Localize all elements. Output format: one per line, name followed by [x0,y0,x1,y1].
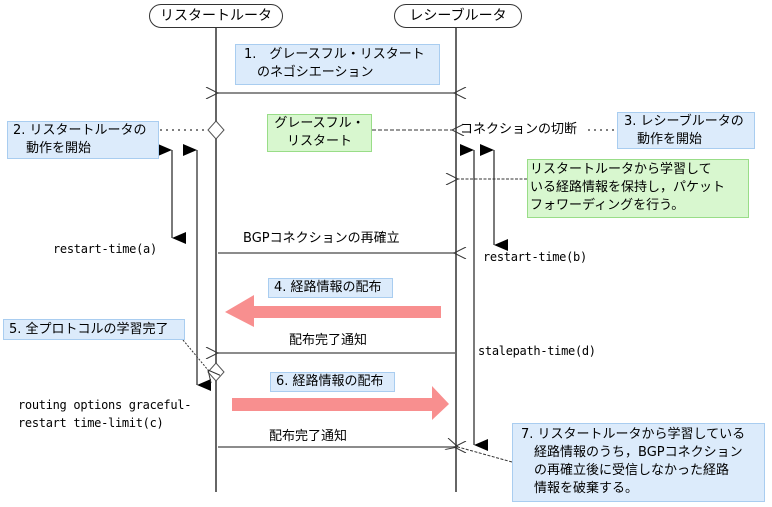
actor-restart-router-label: リスタートルータ [160,8,272,24]
done-notice-2-label: 配布完了通知 [269,429,348,444]
bgp-reestablish-label: BGPコネクションの再確立 [243,231,400,246]
step7-line3: の再確立後に受信しなかった経路 [521,463,730,478]
step1-line1: 1. グレースフル・リスタート [244,47,425,62]
step3-line2: 動作を開始 [624,132,703,147]
step1-box: 1. グレースフル・リスタート のネゴシエーション [235,44,440,85]
graceful-restart-line2: リスタート [286,134,352,149]
step7-line2: 経路情報のうち，BGPコネクション [521,445,743,460]
step7-line1: 7. リスタートルータから学習している [521,427,746,442]
time-limit-c-line1: routing options graceful- [18,398,192,412]
step2-box: 2. リスタートルータの 動作を開始 [7,121,159,159]
step5-label: 5. 全プロトコルの学習完了 [9,322,169,337]
keep-routes-box: リスタートルータから学習して いる経路情報を保持し，パケット フォワーディングを… [527,159,749,218]
step2-line2: 動作を開始 [13,141,92,156]
step6-box: 6. 経路情報の配布 [270,372,395,392]
step1-line2: のネゴシエーション [244,65,374,80]
done-notice-1-label: 配布完了通知 [289,333,368,348]
step4-box: 4. 経路情報の配布 [268,278,393,298]
restart-time-b-label: restart-time(b) [483,250,587,264]
step3-line1: 3. レシーブルータの [624,114,744,129]
actor-receive-router-label: レシーブルータ [409,8,507,24]
actor-restart-router: リスタートルータ [149,4,283,28]
step2-line1: 2. リスタートルータの [13,123,147,138]
restart-time-a-label: restart-time(a) [53,242,157,256]
time-limit-c-line2: restart time-limit(c) [18,416,164,430]
learning-done-diamond [207,362,225,382]
keep-routes-line1: リスタートルータから学習して [530,162,712,177]
route-distribution-4-arrow [225,295,441,327]
graceful-restart-box: グレースフル・ リスタート [267,114,372,152]
graceful-restart-line1: グレースフル・ [274,116,365,131]
time-limit-c-label: routing options graceful- restart time-l… [18,396,191,432]
step5-leader [182,339,208,370]
step4-label: 4. 経路情報の配布 [274,280,382,295]
route-distribution-6-arrow [232,386,449,420]
keep-routes-line2: いる経路情報を保持し，パケット [530,180,726,195]
keep-routes-line3: フォワーディングを行う。 [530,198,685,213]
restart-start-diamond [207,120,225,140]
step3-box: 3. レシーブルータの 動作を開始 [617,112,755,149]
step7-line4: 情報を破棄する。 [521,481,639,496]
step7-box: 7. リスタートルータから学習している 経路情報のうち，BGPコネクション の再… [512,423,765,502]
step7-leader [458,447,513,463]
step6-label: 6. 経路情報の配布 [276,374,384,389]
actor-receive-router: レシーブルータ [394,4,522,28]
step5-box: 5. 全プロトコルの学習完了 [3,319,185,340]
stalepath-time-d-label: stalepath-time(d) [478,344,596,358]
connection-cut-label: コネクションの切断 [460,122,578,137]
